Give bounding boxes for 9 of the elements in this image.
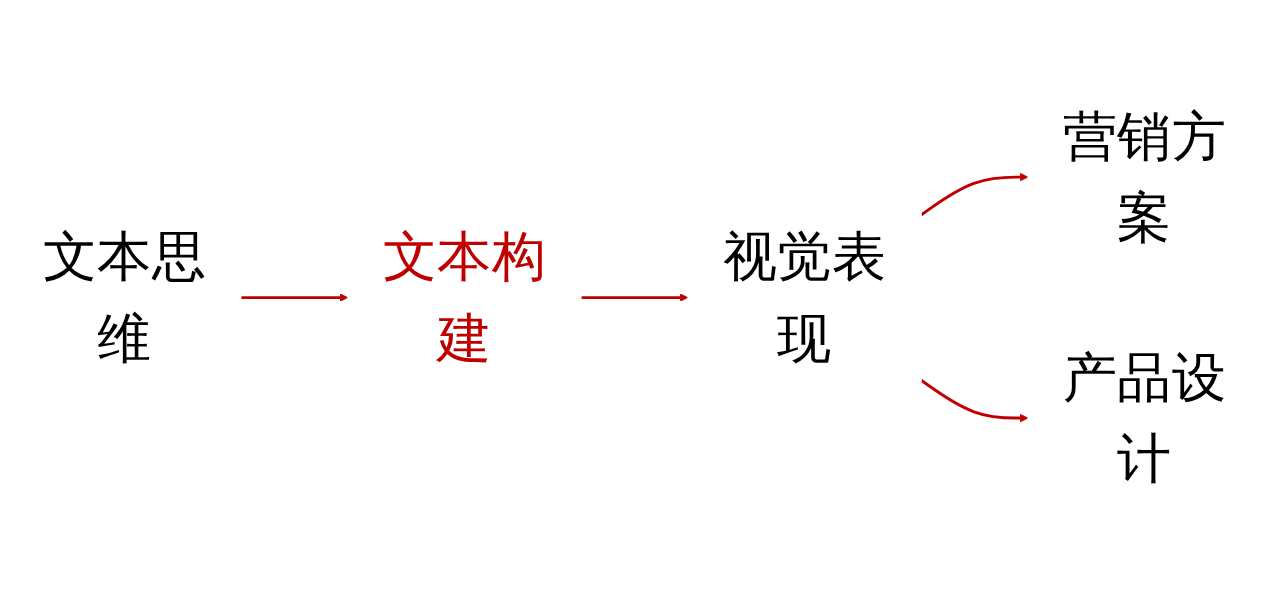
arrow bbox=[581, 293, 689, 302]
arrow bbox=[920, 172, 1029, 217]
node-text: 产品设计 bbox=[1063, 345, 1227, 490]
node-text: 文本思维 bbox=[42, 224, 206, 370]
node-text: 视觉表现 bbox=[722, 224, 887, 370]
node-text: 营销方案 bbox=[1063, 104, 1227, 249]
node-text: 文本构建 bbox=[382, 224, 547, 370]
arrow bbox=[920, 378, 1029, 423]
arrow bbox=[241, 293, 349, 302]
